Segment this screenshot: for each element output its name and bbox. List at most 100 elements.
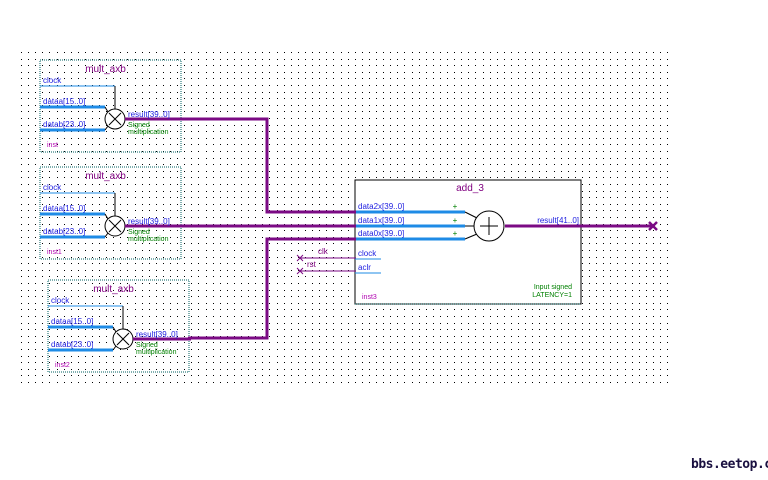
grid-dot (49, 329, 50, 330)
grid-dot (397, 309, 398, 310)
grid-dot (99, 270, 100, 271)
grid-dot (355, 382, 356, 383)
grid-dot (255, 369, 256, 370)
grid-dot (362, 131, 363, 132)
wire-inst-to-data2x[interactable] (183, 117, 356, 214)
grid-dot (554, 118, 555, 119)
grid-dot (21, 158, 22, 159)
block-title: add_3 (456, 183, 484, 194)
grid-dot (49, 171, 50, 172)
adder-block-inst3[interactable]: add_3data2x[39..0]+data1x[39..0]+data0x[… (354, 179, 582, 305)
grid-dot (106, 309, 107, 310)
grid-dot (383, 369, 384, 370)
grid-dot (213, 283, 214, 284)
grid-dot (625, 204, 626, 205)
grid-dot (248, 98, 249, 99)
grid-dot (277, 171, 278, 172)
mult-block-inst2[interactable]: mult_axbclockdataa[15..0]datab[23..0]res… (47, 279, 191, 373)
grid-dot (71, 290, 72, 291)
grid-dot (426, 105, 427, 106)
grid-dot (525, 362, 526, 363)
grid-dot (412, 164, 413, 165)
grid-dot (291, 65, 292, 66)
grid-dot (454, 111, 455, 112)
wire-inst2-to-data0x[interactable] (188, 237, 356, 340)
grid-dot (497, 65, 498, 66)
grid-dot (326, 85, 327, 86)
grid-dot (298, 52, 299, 53)
grid-dot (660, 78, 661, 79)
grid-dot (426, 164, 427, 165)
grid-dot (326, 349, 327, 350)
grid-dot (610, 85, 611, 86)
grid-dot (589, 171, 590, 172)
grid-dot (639, 217, 640, 218)
grid-dot (355, 59, 356, 60)
grid-dot (213, 164, 214, 165)
grid-dot (447, 336, 448, 337)
grid-dot (135, 309, 136, 310)
grid-dot (135, 375, 136, 376)
grid-dot (113, 210, 114, 211)
grid-dot (49, 323, 50, 324)
grid-dot (156, 125, 157, 126)
grid-dot (106, 257, 107, 258)
grid-dot (177, 217, 178, 218)
grid-dot (163, 204, 164, 205)
grid-dot (447, 92, 448, 93)
port-clock: clock (51, 296, 70, 305)
grid-dot (617, 138, 618, 139)
grid-dot (149, 250, 150, 251)
grid-dot (511, 369, 512, 370)
grid-dot (120, 257, 121, 258)
grid-dot (298, 323, 299, 324)
grid-dot (433, 59, 434, 60)
grid-dot (490, 131, 491, 132)
grid-dot (412, 356, 413, 357)
grid-dot (198, 382, 199, 383)
grid-dot (78, 171, 79, 172)
grid-dot (483, 382, 484, 383)
mult-block-inst1[interactable]: mult_axbclockdataa[15..0]datab[23..0]res… (39, 166, 183, 260)
grid-dot (227, 164, 228, 165)
grid-dot (156, 382, 157, 383)
grid-dot (376, 362, 377, 363)
grid-dot (610, 52, 611, 53)
note-signed: Signed (128, 122, 150, 129)
grid-dot (518, 131, 519, 132)
grid-dot (312, 382, 313, 383)
port-clock: clock (43, 183, 62, 192)
grid-dot (433, 78, 434, 79)
multiply-icon (104, 108, 126, 130)
grid-dot (326, 177, 327, 178)
grid-dot (561, 52, 562, 53)
grid-dot (625, 85, 626, 86)
grid-dot (660, 257, 661, 258)
grid-dot (497, 78, 498, 79)
grid-dot (404, 65, 405, 66)
note-signed: Signed (136, 342, 158, 349)
grid-dot (646, 356, 647, 357)
grid-dot (64, 184, 65, 185)
grid-dot (632, 375, 633, 376)
grid-dot (198, 52, 199, 53)
grid-dot (646, 111, 647, 112)
grid-dot (596, 342, 597, 343)
grid-dot (546, 329, 547, 330)
grid-dot (426, 118, 427, 119)
grid-dot (57, 72, 58, 73)
grid-dot (298, 184, 299, 185)
grid-dot (106, 243, 107, 244)
grid-dot (511, 309, 512, 310)
grid-dot (383, 78, 384, 79)
grid-dot (575, 171, 576, 172)
grid-dot (575, 78, 576, 79)
grid-dot (617, 105, 618, 106)
grid-dot (255, 65, 256, 66)
mult-block-inst[interactable]: mult_axbclockdataa[15..0]datab[23..0]res… (39, 59, 183, 153)
grid-dot (397, 382, 398, 383)
grid-dot (362, 369, 363, 370)
grid-dot (255, 349, 256, 350)
grid-dot (646, 309, 647, 310)
